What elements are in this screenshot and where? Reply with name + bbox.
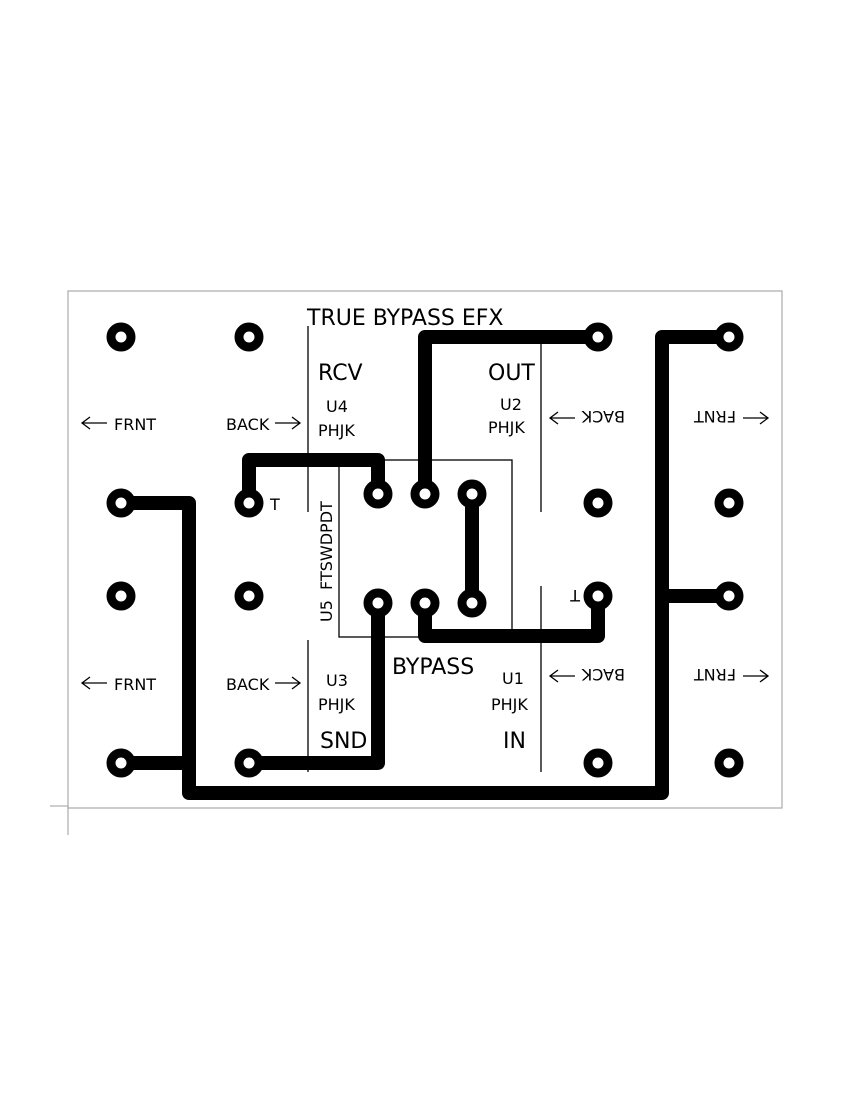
u3-ref: U3 [326, 671, 348, 690]
pad [106, 748, 136, 778]
u1-type: PHJK [491, 695, 528, 714]
svg-text:FRNT: FRNT [694, 665, 736, 684]
pad [457, 588, 487, 618]
svg-text:BACK: BACK [226, 415, 270, 434]
svg-text:BACK: BACK [226, 675, 270, 694]
pad [583, 581, 613, 611]
front-label-left-bottom: FRNT [80, 675, 156, 694]
u4-role: RCV [318, 361, 363, 386]
front-label-left-top: FRNT [80, 415, 156, 434]
pad [106, 488, 136, 518]
front-label-right-top: FRNT [694, 407, 770, 426]
pad [714, 748, 744, 778]
pad [714, 488, 744, 518]
front-label-right-bottom: FRNT [694, 665, 770, 684]
pad [106, 581, 136, 611]
svg-text:BACK: BACK [581, 407, 625, 426]
pad [234, 488, 264, 518]
back-label-left-bottom: BACK [226, 675, 302, 694]
bypass-label: BYPASS [392, 655, 474, 680]
ground-trace [114, 330, 736, 800]
svg-text:BACK: BACK [581, 665, 625, 684]
u1-ref: U1 [502, 669, 524, 688]
board-outline [67, 290, 783, 809]
switch-label: U5 FTSWDPDT [317, 501, 336, 622]
u3-role: SND [320, 729, 367, 754]
pad [583, 322, 613, 352]
u2-ref: U2 [500, 395, 522, 414]
tip-label-left: T [269, 495, 280, 514]
pad [234, 322, 264, 352]
svg-text:FRNT: FRNT [114, 415, 156, 434]
back-label-right-bottom: BACK [548, 665, 625, 684]
traces [114, 330, 736, 800]
pad [410, 588, 440, 618]
pad [234, 748, 264, 778]
u4-ref: U4 [326, 397, 348, 416]
in-trace [418, 589, 605, 643]
pad [714, 581, 744, 611]
rcv-trace [242, 453, 385, 510]
svg-text:FRNT: FRNT [694, 407, 736, 426]
pad [714, 322, 744, 352]
u1-role: IN [503, 729, 526, 754]
pad [583, 748, 613, 778]
u4-type: PHJK [318, 421, 355, 440]
back-label-right-top: BACK [548, 407, 625, 426]
svg-text:FRNT: FRNT [114, 675, 156, 694]
pad [583, 488, 613, 518]
pad [457, 479, 487, 509]
pad [106, 322, 136, 352]
u3-type: PHJK [318, 695, 355, 714]
snd-trace [242, 596, 385, 770]
back-label-left-top: BACK [226, 415, 302, 434]
tip-label-right: T [570, 586, 581, 605]
u2-role: OUT [488, 361, 535, 386]
pads [106, 322, 744, 778]
pad [363, 479, 393, 509]
pad [363, 588, 393, 618]
u2-type: PHJK [488, 418, 525, 437]
board-title: TRUE BYPASS EFX [306, 306, 504, 331]
out-trace [418, 330, 605, 501]
pad [410, 479, 440, 509]
pad [234, 581, 264, 611]
